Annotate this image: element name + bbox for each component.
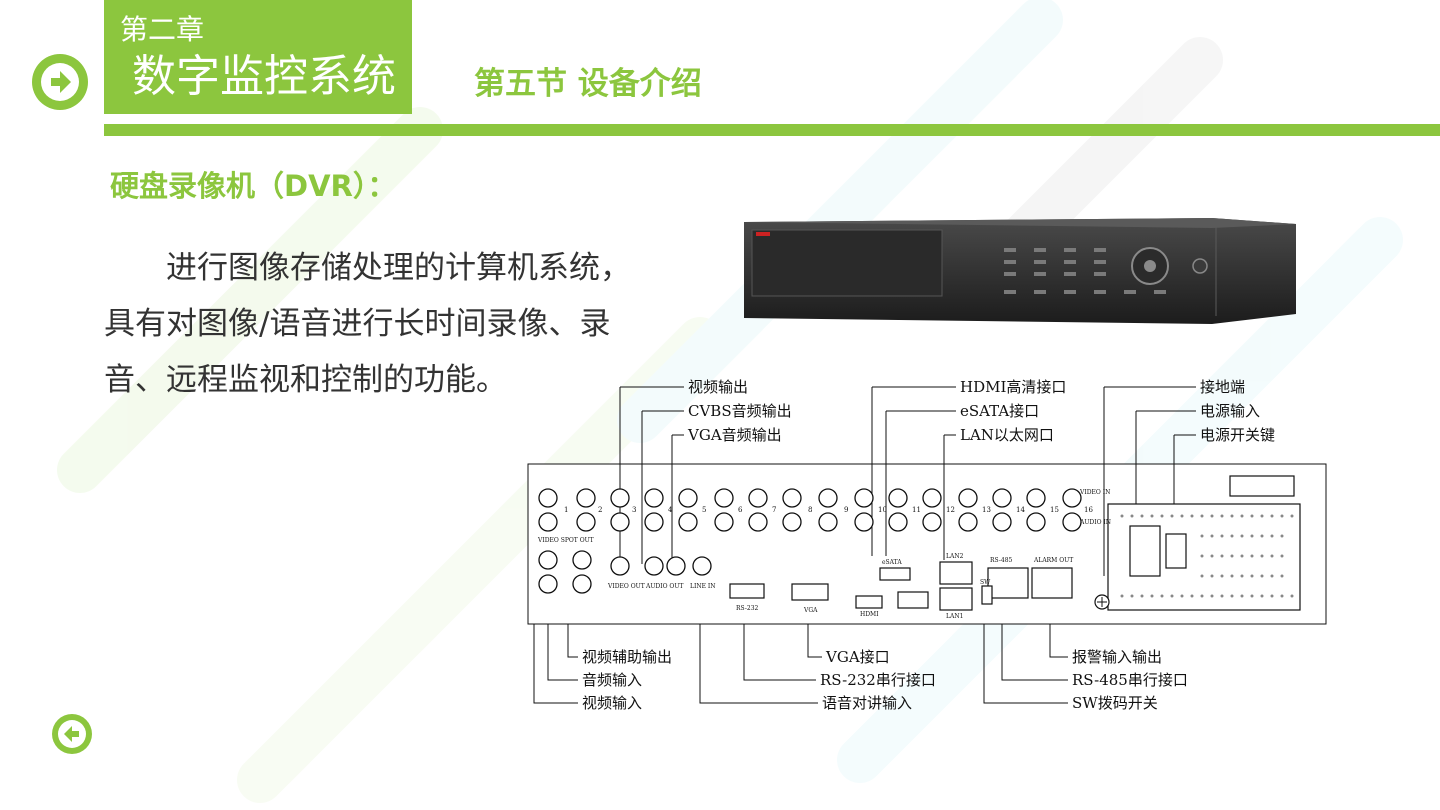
svg-text:1: 1 [564,506,568,514]
rs232-port-label: RS-232 [736,605,759,612]
svg-text:3: 3 [632,506,636,514]
video-out-label: VIDEO OUT [607,583,645,590]
subheading: 硬盘录像机（DVR）： [110,169,397,203]
svg-text:6: 6 [738,506,743,514]
label-cvbs-audio-output: CVBS音频输出 [688,402,792,420]
label-hdmi: HDMI高清接口 [960,378,1066,396]
chapter-label: 第二章 [120,13,205,46]
chapter-title: 数字监控系统 [132,51,396,102]
label-alarm-io: 报警输入输出 [1072,648,1162,666]
lan2-port-label: LAN2 [946,553,964,560]
previous-arrow-button[interactable] [52,714,92,754]
svg-text:7: 7 [772,506,776,514]
hdmi-port [855,595,883,609]
sw-port-label: SW [980,579,991,586]
svg-text:4: 4 [668,506,673,514]
next-arrow-button[interactable] [32,54,88,110]
chapter-header: 第二章 数字监控系统 [104,0,412,114]
audio-in-label: AUDIO IN [1079,519,1111,526]
body-paragraph: 进行图像存储处理的计算机系统，具有对图像/语音进行长时间录像、录音、远程监视和控… [104,250,631,398]
header-divider [104,124,1440,136]
label-ground: 接地端 [1200,378,1245,396]
vga-port-label: VGA [803,607,818,614]
rs485-port-label: RS-485 [990,557,1013,564]
esata-port-label: eSATA [882,559,902,566]
label-vga-port: VGA接口 [825,648,890,666]
label-lan: LAN以太网口 [960,426,1054,444]
svg-text:5: 5 [702,506,706,514]
label-rs232: RS-232串行接口 [820,671,936,689]
svg-text:11: 11 [912,506,921,514]
label-esata: eSATA接口 [960,402,1039,420]
line-in-label: LINE IN [690,583,716,590]
hdmi-port-label: HDMI [860,611,879,618]
svg-text:15: 15 [1050,506,1059,514]
dvr-front-image [744,218,1296,324]
lan1-port-label: LAN1 [946,613,963,620]
svg-text:14: 14 [1016,506,1025,514]
label-vga-audio-output: VGA音频输出 [687,426,782,444]
label-video-aux-output: 视频辅助输出 [582,648,672,666]
svg-text:10: 10 [878,506,887,514]
label-audio-input: 音频输入 [582,671,642,689]
section-title: 第五节 设备介绍 [474,66,702,102]
bnc-connectors [538,488,1082,594]
label-video-input: 视频输入 [582,694,642,712]
svg-text:16: 16 [1084,506,1093,514]
video-spot-out-label: VIDEO SPOT OUT [537,537,594,544]
arrow-left-icon [58,720,86,748]
video-in-label: VIDEO IN [1079,489,1110,496]
rear-panel-diagram: VIDEO IN AUDIO IN VIDEO SPOT OUT VIDEO O… [527,378,1327,712]
svg-text:13: 13 [982,506,991,514]
channel-numbers: 1 2 3 4 5 6 7 8 9 10 11 12 13 14 15 16 [564,506,1093,514]
svg-text:12: 12 [946,506,955,514]
label-sw-dip: SW拨码开关 [1072,694,1158,712]
label-rs485: RS-485串行接口 [1072,671,1188,689]
label-video-output: 视频输出 [688,378,748,396]
label-voice-intercom: 语音对讲输入 [822,694,912,712]
svg-text:2: 2 [598,506,602,514]
label-power-input: 电源输入 [1200,402,1260,420]
arrow-right-icon [41,63,79,101]
audio-out-label: AUDIO OUT [645,583,683,590]
svg-text:8: 8 [808,506,812,514]
esata-port [879,567,911,581]
label-power-switch: 电源开关键 [1200,426,1275,444]
svg-text:9: 9 [844,506,848,514]
alarm-out-port-label: ALARM OUT [1033,557,1073,564]
